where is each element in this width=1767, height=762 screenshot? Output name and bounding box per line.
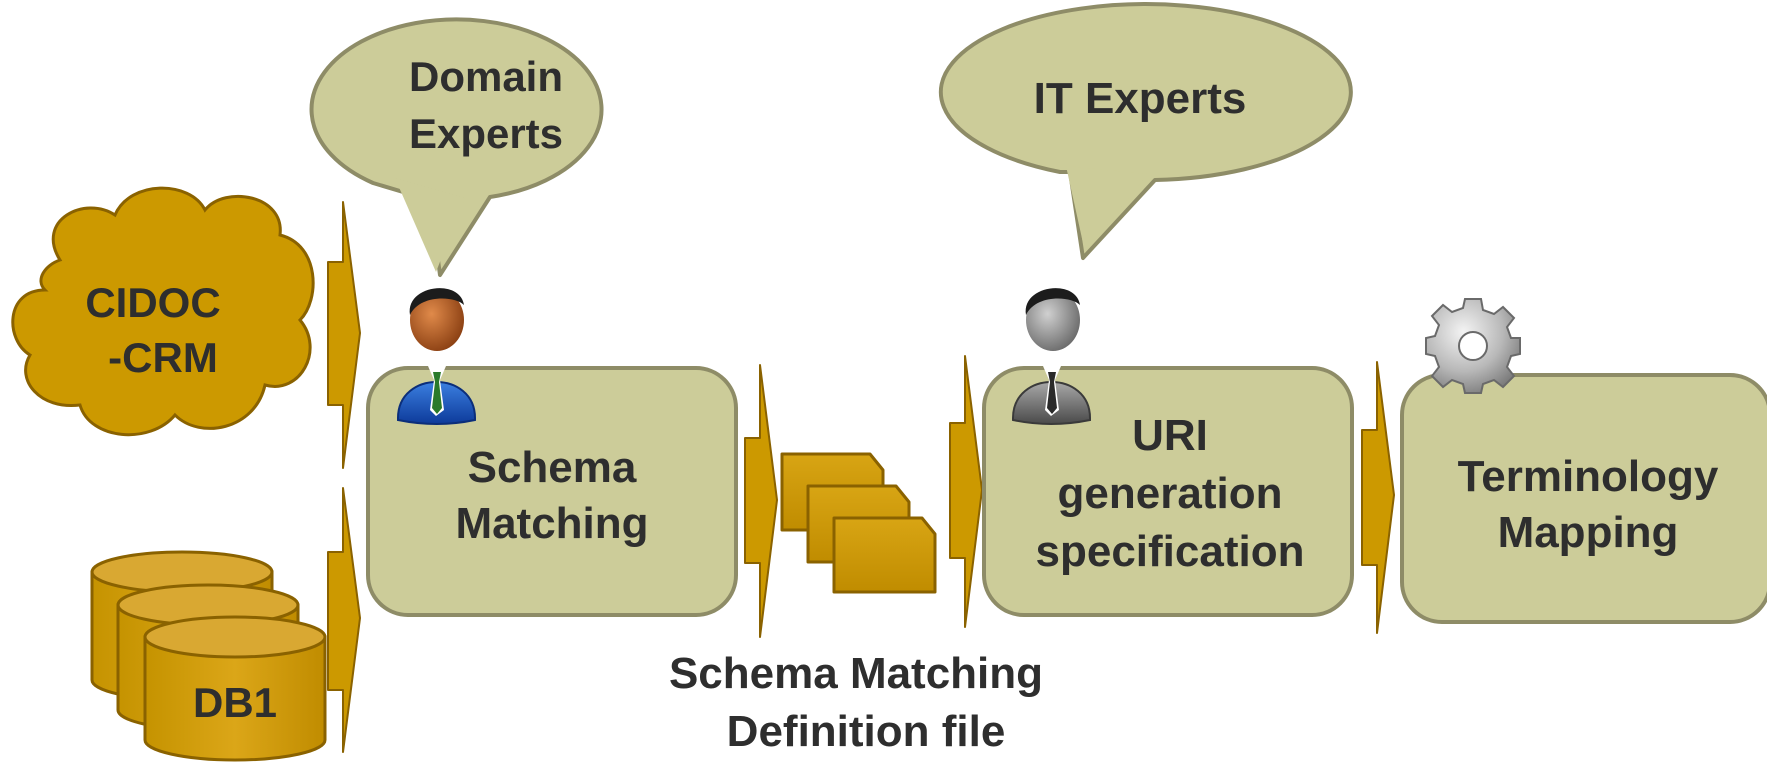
uri-generation-line1: URI [1132, 411, 1208, 460]
database-icon: DB1 [90, 550, 327, 762]
it-experts-label: IT Experts [1034, 74, 1247, 123]
person-icon [397, 288, 476, 425]
uri-generation-step: URI generation specification [982, 366, 1354, 617]
artifact-label: Schema Matching Definition file [669, 649, 1043, 756]
arrow-icon [327, 487, 361, 753]
database-label: DB1 [193, 679, 277, 726]
terminology-mapping-line1: Terminology [1458, 452, 1719, 501]
schema-matching-step: Schema Matching [366, 366, 738, 617]
arrow-icon [1361, 361, 1395, 634]
domain-experts-line1: Domain [409, 53, 563, 100]
cloud-icon: CIDOC -CRM [11, 186, 315, 437]
terminology-mapping-step: Terminology Mapping [1400, 373, 1767, 624]
artifact-label-line1: Schema Matching [669, 649, 1043, 698]
it-experts-bubble: IT Experts [938, 2, 1353, 260]
arrow-icon [327, 201, 361, 469]
cloud-label-line1: CIDOC [85, 279, 220, 326]
artifact-label-line2: Definition file [727, 707, 1006, 756]
person-icon [1012, 288, 1091, 425]
schema-matching-line1: Schema [468, 443, 637, 492]
documents-icon [780, 452, 937, 594]
domain-experts-bubble: Domain Experts [309, 17, 604, 277]
schema-matching-line2: Matching [455, 499, 648, 548]
arrow-icon [744, 364, 778, 638]
domain-experts-line2: Experts [409, 110, 563, 157]
terminology-mapping-line2: Mapping [1498, 508, 1679, 557]
gear-icon [1425, 298, 1521, 394]
uri-generation-line3: specification [1036, 527, 1305, 576]
uri-generation-line2: generation [1058, 469, 1283, 518]
arrow-icon [949, 355, 983, 628]
cloud-label-line2: -CRM [108, 334, 218, 381]
